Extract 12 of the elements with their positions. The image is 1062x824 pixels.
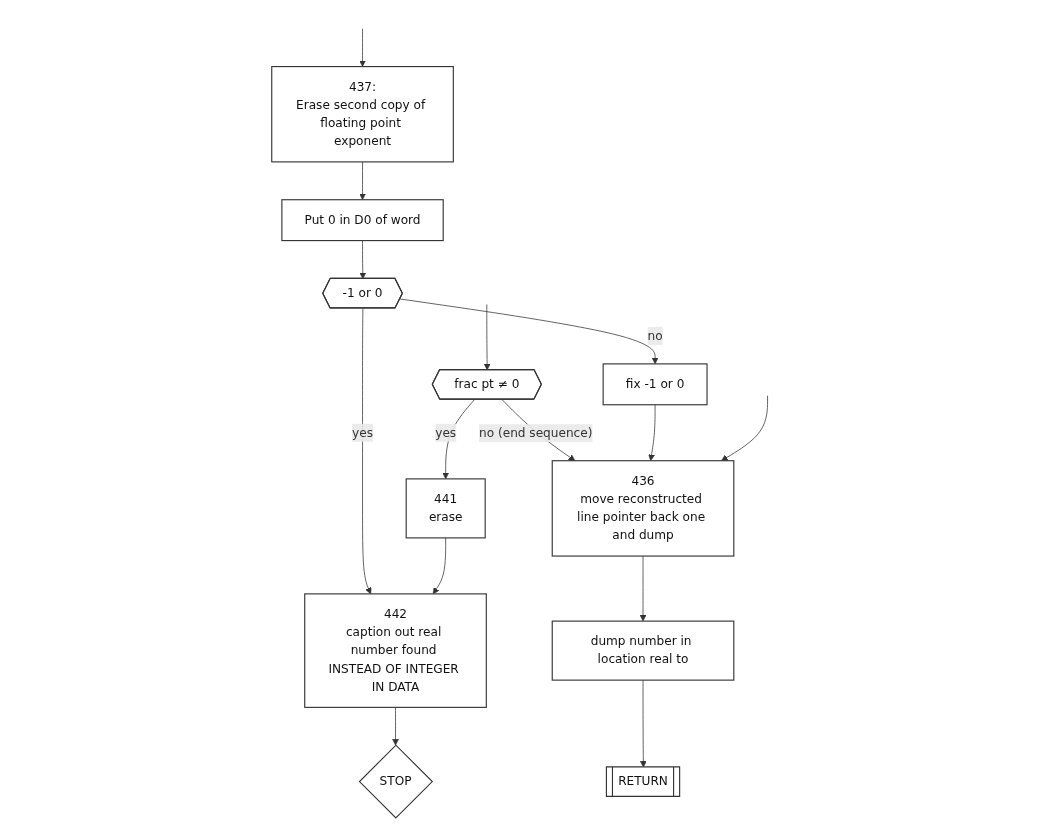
edge-label: no: [647, 328, 663, 343]
node-box: 442 caption out real number found INSTEAD OF INTEGER IN DATA: [304, 593, 487, 708]
node-box: 437: Erase second copy of floating point exponent: [271, 66, 454, 163]
node-box: 436 move reconstructed line pointer back one and dump: [551, 460, 735, 557]
edge-label: yes: [352, 425, 373, 440]
edge-label: no (end sequence): [479, 425, 593, 441]
node-box: dump number in location real to: [551, 620, 735, 681]
edge-label: yes: [435, 425, 457, 440]
node-box: Put 0 in D0 of word: [281, 199, 444, 242]
node-diamond: STOP: [358, 744, 434, 819]
node-box: fix -1 or 0: [602, 363, 708, 406]
node-box: 441 erase: [405, 478, 486, 539]
